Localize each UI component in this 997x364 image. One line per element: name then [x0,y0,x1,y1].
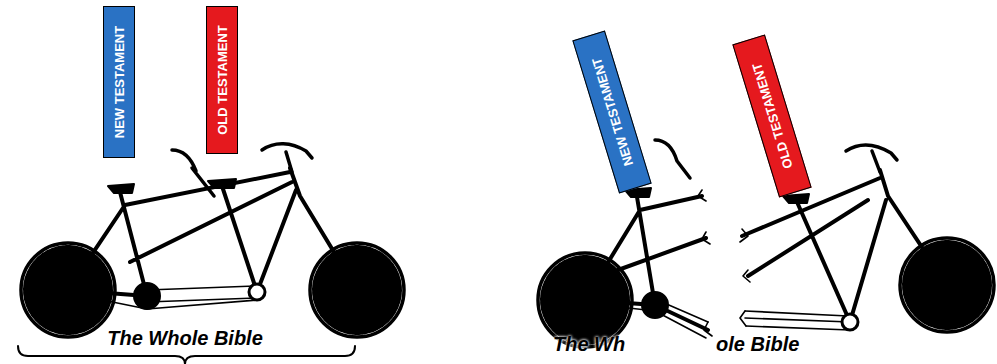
front-handlebar [846,145,897,172]
testament-flag: OLD TESTAMENT [206,6,238,154]
seat [208,179,236,188]
front-wheel [900,238,994,332]
sprocket [249,284,265,300]
stoker-handlebar [655,140,690,178]
hub [65,287,71,293]
rear-wheel [21,243,115,337]
broken-frame [585,196,708,330]
broken-frame [742,170,947,322]
testament-flag: NEW TESTAMENT [103,6,135,158]
seat [108,184,134,193]
testament-flag: OLD TESTAMENT [732,35,811,198]
seat [783,194,809,203]
broken-tandem-bicycle [538,140,994,347]
hub [354,287,360,293]
sprocket [842,314,858,330]
chain [745,311,850,330]
caption-label: The Wh [553,333,625,356]
flag-label: OLD TESTAMENT [749,61,795,170]
caption-label: The Whole Bible [107,327,263,350]
wheel-spokes [334,267,380,313]
front-handlebar [262,144,312,172]
hub [582,297,588,303]
bicycle-frame [68,168,357,296]
chainring [134,283,160,309]
front-wheel [310,243,404,337]
flag-label: OLD TESTAMENT [215,25,230,135]
rear-wheel [538,253,632,347]
flag-label: NEW TESTAMENT [588,56,635,168]
hub [944,282,950,288]
chain [68,286,257,309]
break-edge [698,190,712,336]
testament-flag: NEW TESTAMENT [572,31,651,194]
wheel-spokes [924,262,970,308]
chainring [642,292,668,318]
stoker-handlebar [172,150,214,196]
break-edge [740,229,750,326]
caption-label: ole Bible [716,333,799,356]
flag-label: NEW TESTAMENT [112,26,127,138]
tandem-bicycle [18,144,404,364]
